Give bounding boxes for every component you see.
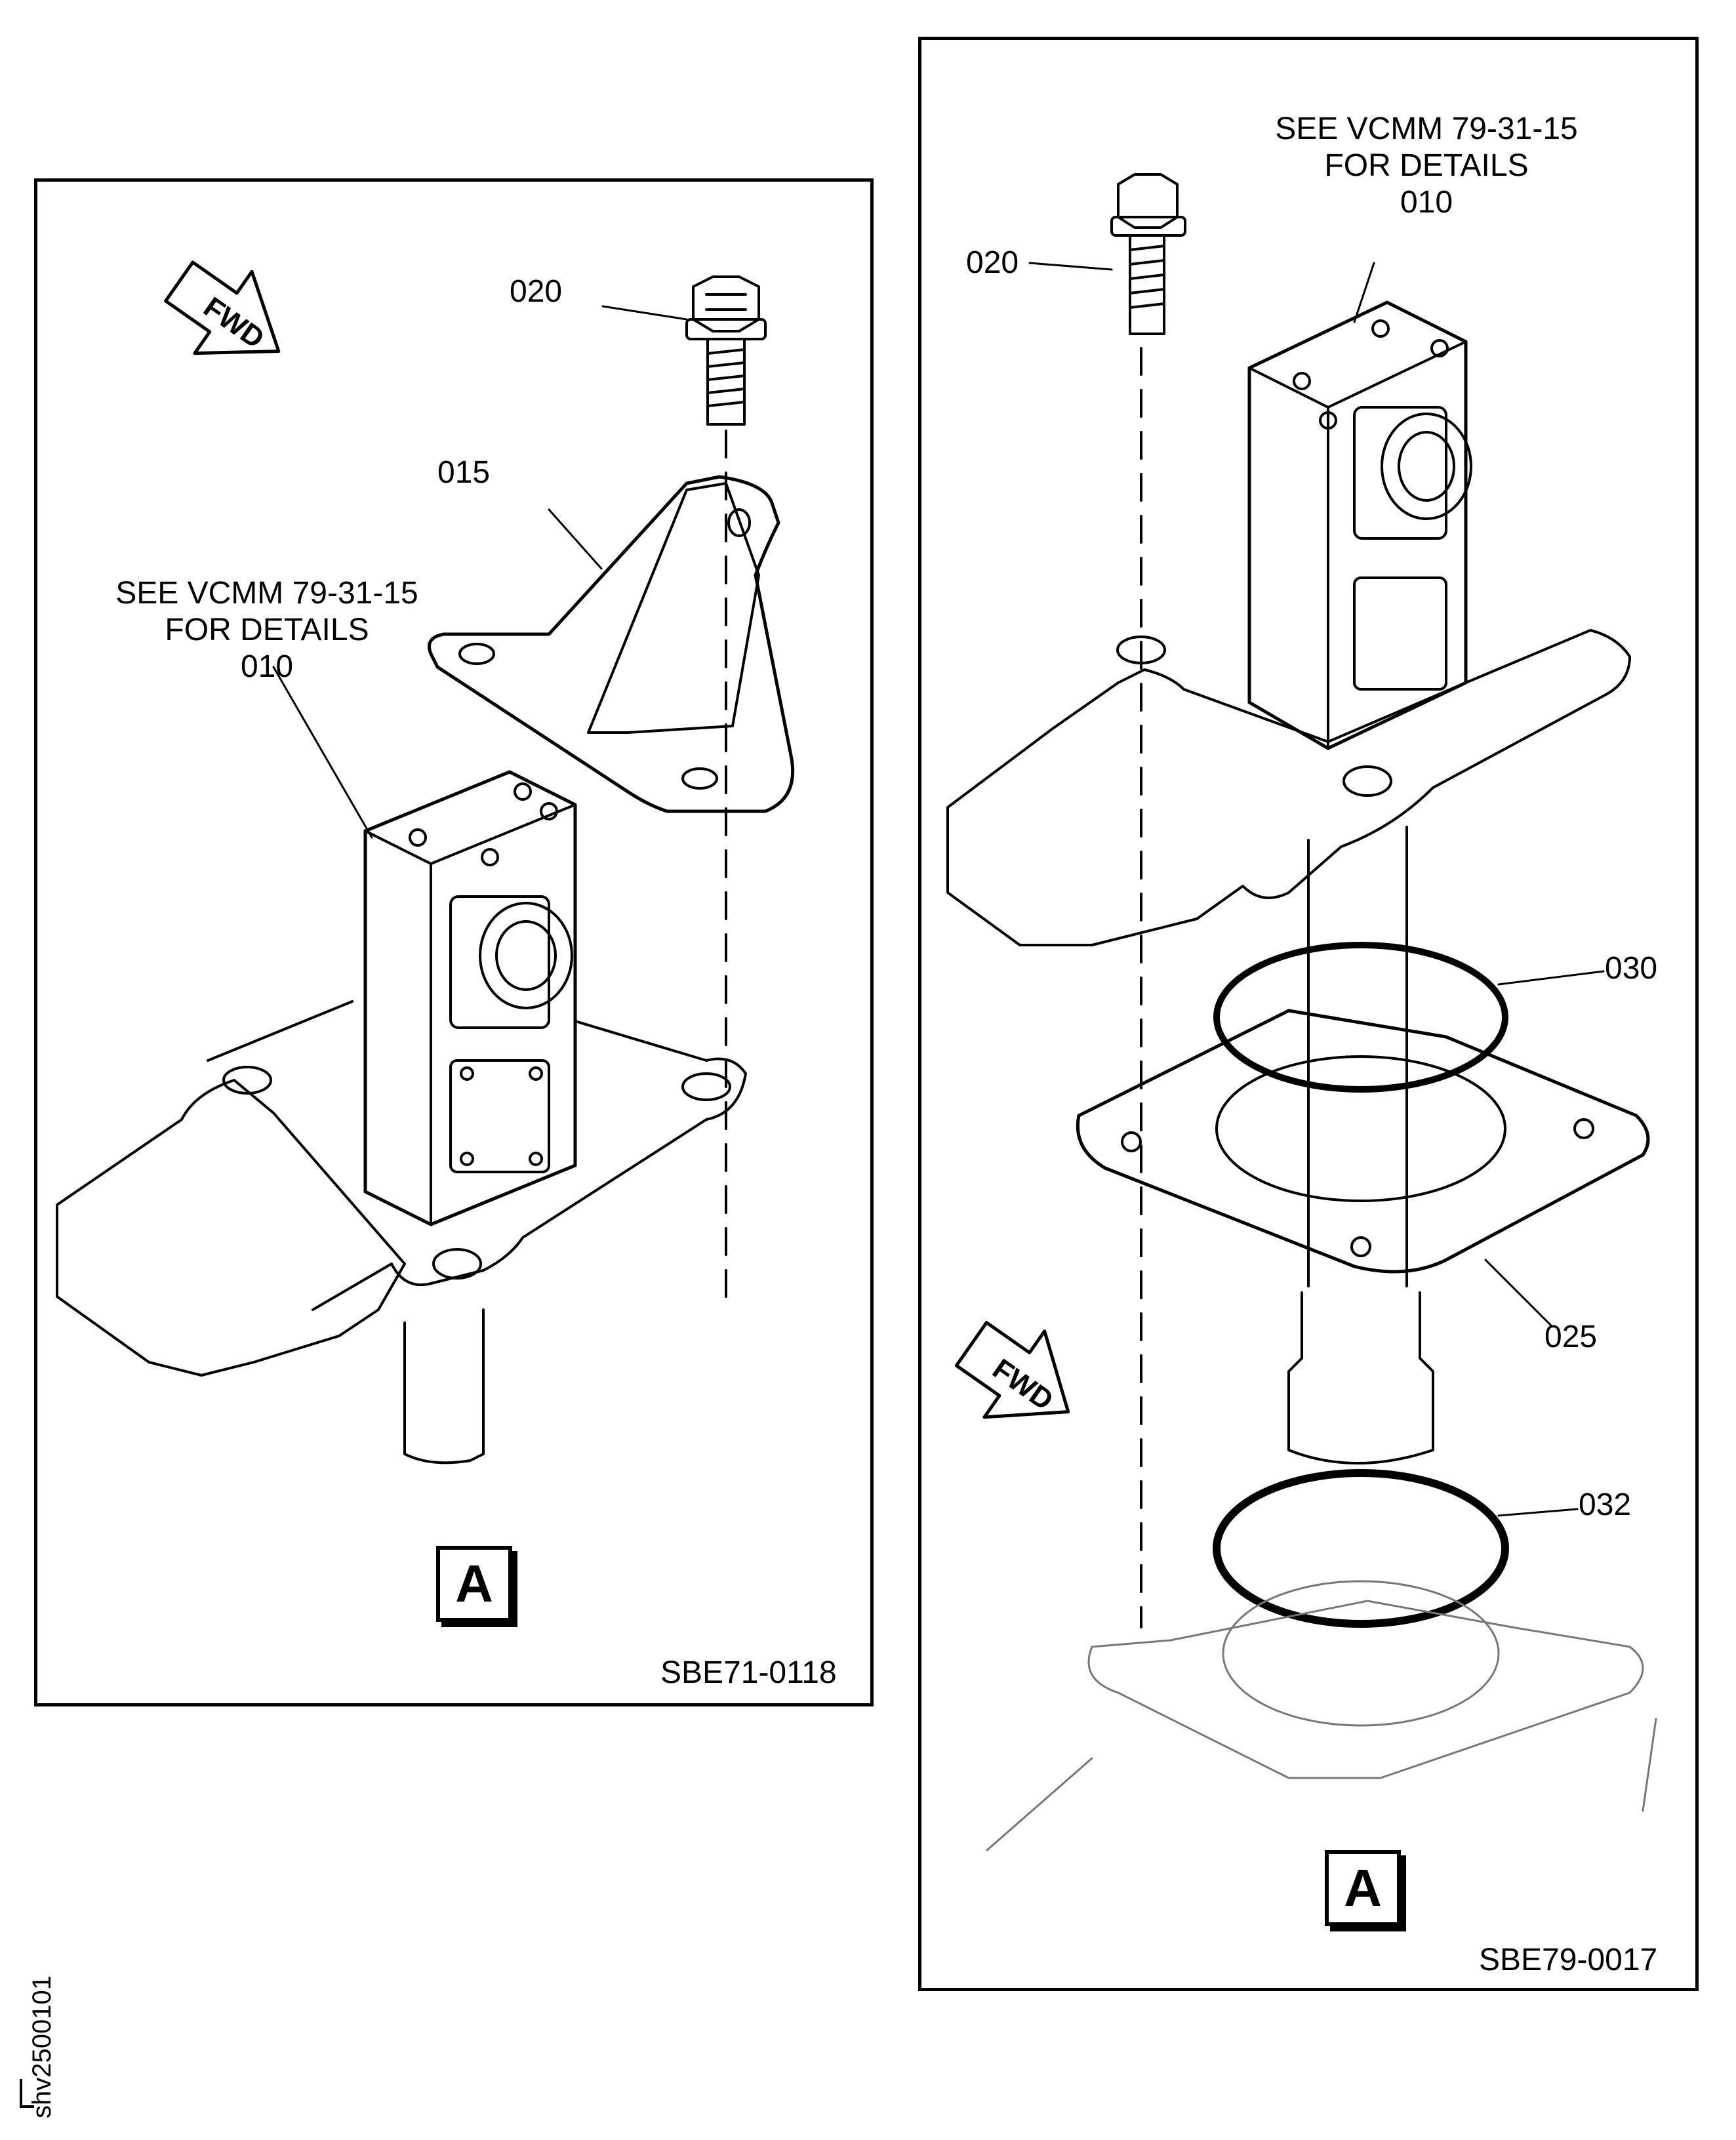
left-exploded-illustration: FWD	[56, 260, 795, 1464]
callout-adapter-plate-025: 025	[1544, 1320, 1598, 1354]
note-line-2: FOR DETAILS	[165, 613, 369, 647]
connector-body	[1287, 1291, 1434, 1464]
note-line-1: SEE VCMM 79-31-15	[115, 576, 418, 611]
mounting-plate	[946, 629, 1631, 1287]
bracket-015	[428, 475, 795, 813]
bolt-020	[1110, 173, 1186, 335]
callout-bracket-015: 015	[437, 455, 491, 490]
figure-id-bracket	[20, 2079, 22, 2108]
housing-base	[986, 1580, 1657, 1851]
callout-seal-030: 030	[1605, 951, 1658, 986]
detail-view-panel-left: FWD	[34, 178, 874, 1706]
bolt-020	[685, 275, 767, 426]
callout-sensor-010: 010	[240, 649, 294, 684]
figure-id-text: shv2500101	[28, 1975, 56, 2118]
view-label-a: A	[1325, 1850, 1401, 1926]
details-note-left: SEE VCMM 79-31-15 FOR DETAILS 010	[83, 575, 451, 685]
callout-bolt-020: 020	[966, 245, 1019, 280]
figure-id: shv2500101	[20, 1954, 59, 2125]
details-note-right: SEE VCMM 79-31-15 FOR DETAILS 010	[1262, 111, 1590, 221]
drawing-number: SBE79-0017	[1479, 1943, 1658, 1977]
callout-sensor-010: 010	[1400, 185, 1453, 220]
note-line-1: SEE VCMM 79-31-15	[1275, 111, 1578, 146]
detail-view-panel-right: FWD SEE VCMM 79-31-15 FOR DETAILS 010 02…	[918, 37, 1699, 1991]
seal-030	[1213, 942, 1508, 1093]
view-label-a: A	[436, 1546, 512, 1622]
seal-032	[1213, 1469, 1509, 1628]
adapter-plate-025	[1076, 1009, 1650, 1274]
sensor-010	[363, 770, 577, 1226]
fwd-arrow-icon	[164, 260, 281, 355]
note-line-2: FOR DETAILS	[1324, 148, 1529, 183]
figure-id-underline	[20, 2105, 34, 2108]
drawing-number: SBE71-0118	[660, 1655, 837, 1690]
mounting-plate	[56, 1000, 747, 1464]
callout-bolt-020: 020	[510, 274, 563, 309]
sensor-010	[1247, 300, 1472, 750]
fwd-arrow-icon	[954, 1321, 1070, 1419]
fwd-arrow-label: FWD	[987, 1353, 1059, 1417]
right-exploded-illustration: FWD	[946, 173, 1657, 1851]
fwd-arrow-label: FWD	[198, 291, 270, 355]
callout-seal-032: 032	[1579, 1487, 1632, 1522]
